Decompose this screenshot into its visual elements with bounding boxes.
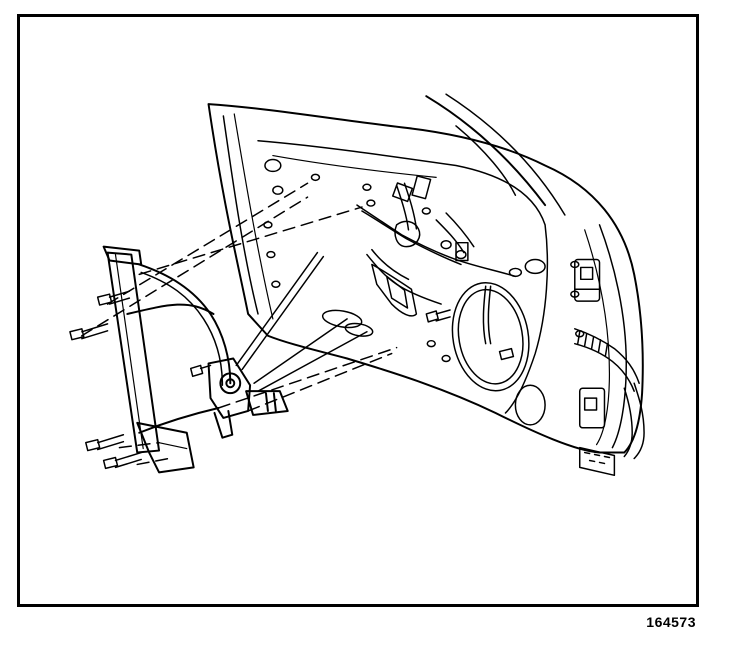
mounting-bolts bbox=[69, 290, 451, 470]
door-window-regulator-drawing bbox=[69, 93, 645, 477]
window-regulator bbox=[102, 245, 289, 474]
door-hinges bbox=[574, 258, 645, 477]
figure-number: 164573 bbox=[646, 614, 696, 630]
wiring-harness bbox=[356, 175, 517, 345]
door-inner-panel bbox=[207, 93, 644, 454]
diagram-frame bbox=[17, 14, 699, 607]
leader-lines bbox=[235, 251, 368, 392]
alignment-lines bbox=[81, 182, 398, 466]
door-cutouts bbox=[263, 158, 585, 426]
